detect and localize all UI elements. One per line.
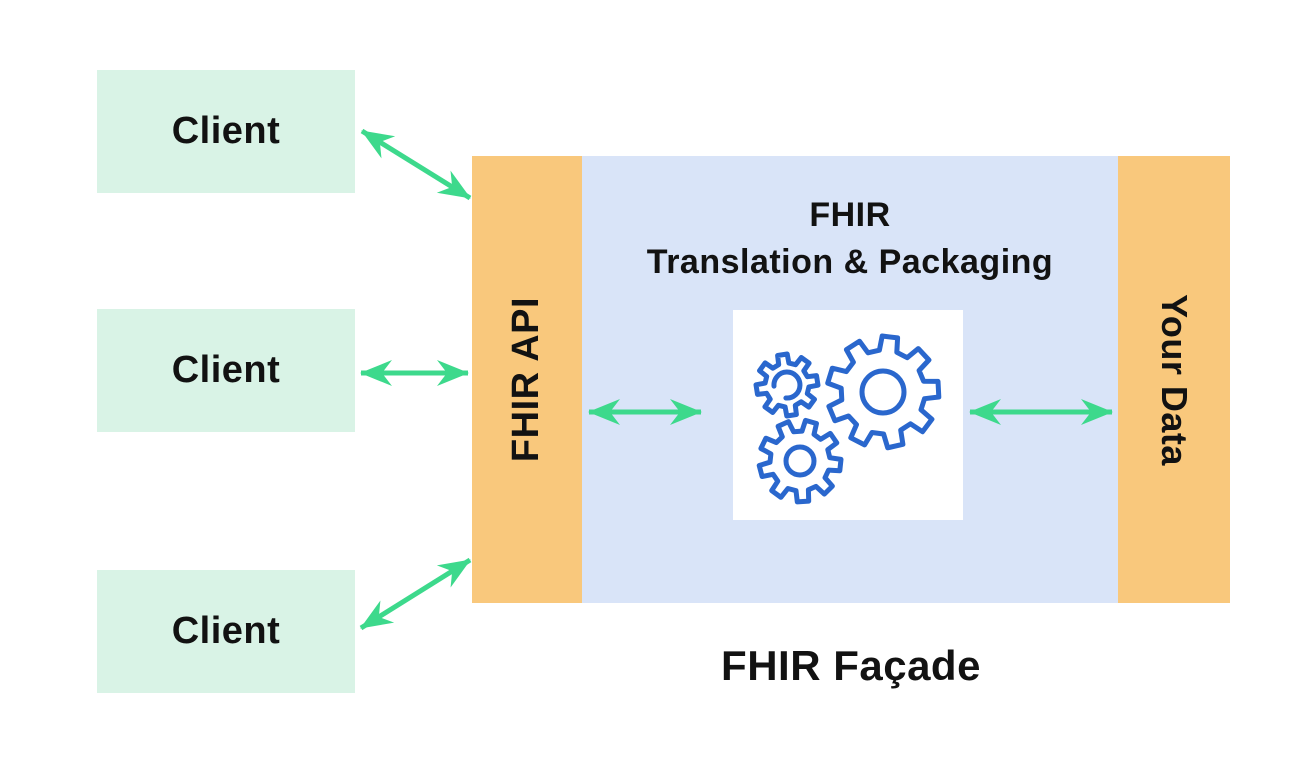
facade-caption: FHIR Façade xyxy=(721,642,981,689)
your-data-bar: Your Data xyxy=(1118,156,1230,603)
client-label-2: Client xyxy=(171,349,281,391)
client-box-3: Client xyxy=(97,570,355,693)
client-box-2: Client xyxy=(97,309,355,432)
client-label-1: Client xyxy=(171,110,281,152)
fhir-facade-block: FHIR API FHIR Translation & Packaging Yo… xyxy=(472,156,1230,603)
your-data-label: Your Data xyxy=(1154,293,1195,466)
client-box-1: Client xyxy=(97,70,355,193)
translation-panel: FHIR Translation & Packaging xyxy=(582,156,1118,603)
arrow-client3-api xyxy=(359,557,472,631)
panel-title-line1: FHIR xyxy=(809,196,891,234)
fhir-api-bar: FHIR API xyxy=(472,156,582,603)
client-label-3: Client xyxy=(171,610,281,652)
gears-icon xyxy=(733,310,963,520)
fhir-api-label: FHIR API xyxy=(505,296,548,463)
arrow-client1-api xyxy=(360,128,472,201)
panel-title-line2: Translation & Packaging xyxy=(646,242,1054,281)
panel-title: FHIR Translation & Packaging xyxy=(582,192,1118,286)
